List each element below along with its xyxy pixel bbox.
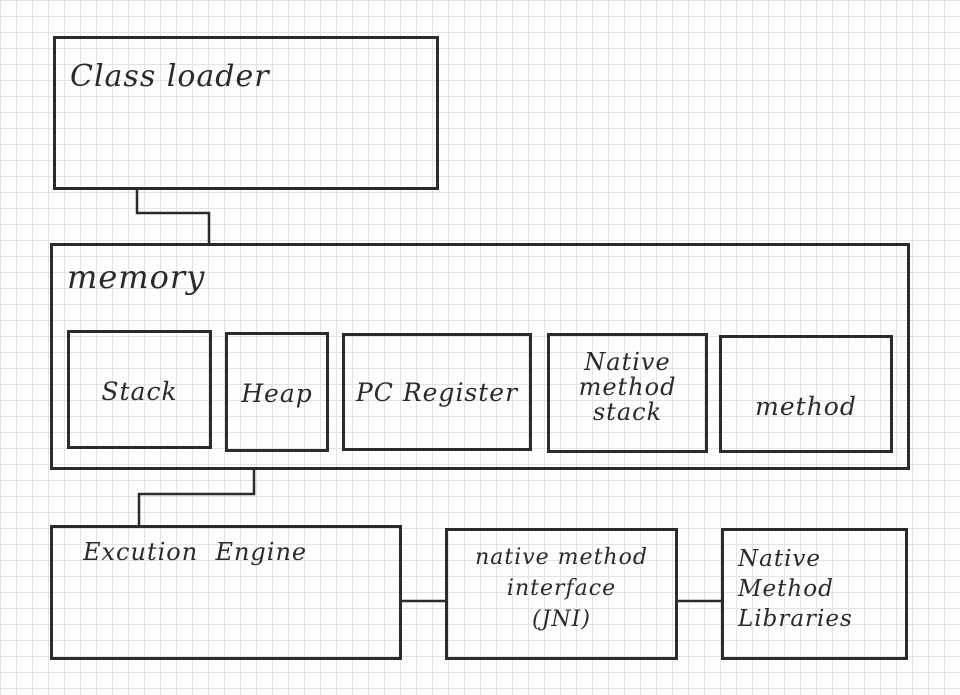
execution-engine-box: Excution Engine [50,525,402,660]
native-method-stack-label: Native method stack [578,348,677,427]
heap-label: Heap [241,379,313,408]
memory-area-native-method-stack: Native method stack [547,333,708,453]
execution-engine-label: Excution Engine [83,538,308,566]
memory-area-method: method [719,335,893,453]
memory-area-pc-register: PC Register [342,333,532,451]
stack-label: Stack [101,377,178,406]
connector-classloader-memory [135,190,211,243]
memory-box: memory [50,243,910,470]
class-loader-label: Class loader [70,59,270,94]
pc-register-label: PC Register [355,378,519,407]
memory-area-heap: Heap [225,332,329,452]
class-loader-box: Class loader [53,36,439,190]
native-method-libraries-box: Native Method Libraries [721,528,908,660]
native-method-interface-box: native method interface (JNI) [445,528,678,660]
method-area-label: method [755,392,857,421]
native-method-libraries-label: Native Method Libraries [738,546,853,632]
memory-area-stack: Stack [67,330,212,449]
connector-memory-engine [137,470,256,525]
memory-label: memory [67,258,206,296]
native-method-interface-label: native method interface (JNI) [475,545,648,632]
